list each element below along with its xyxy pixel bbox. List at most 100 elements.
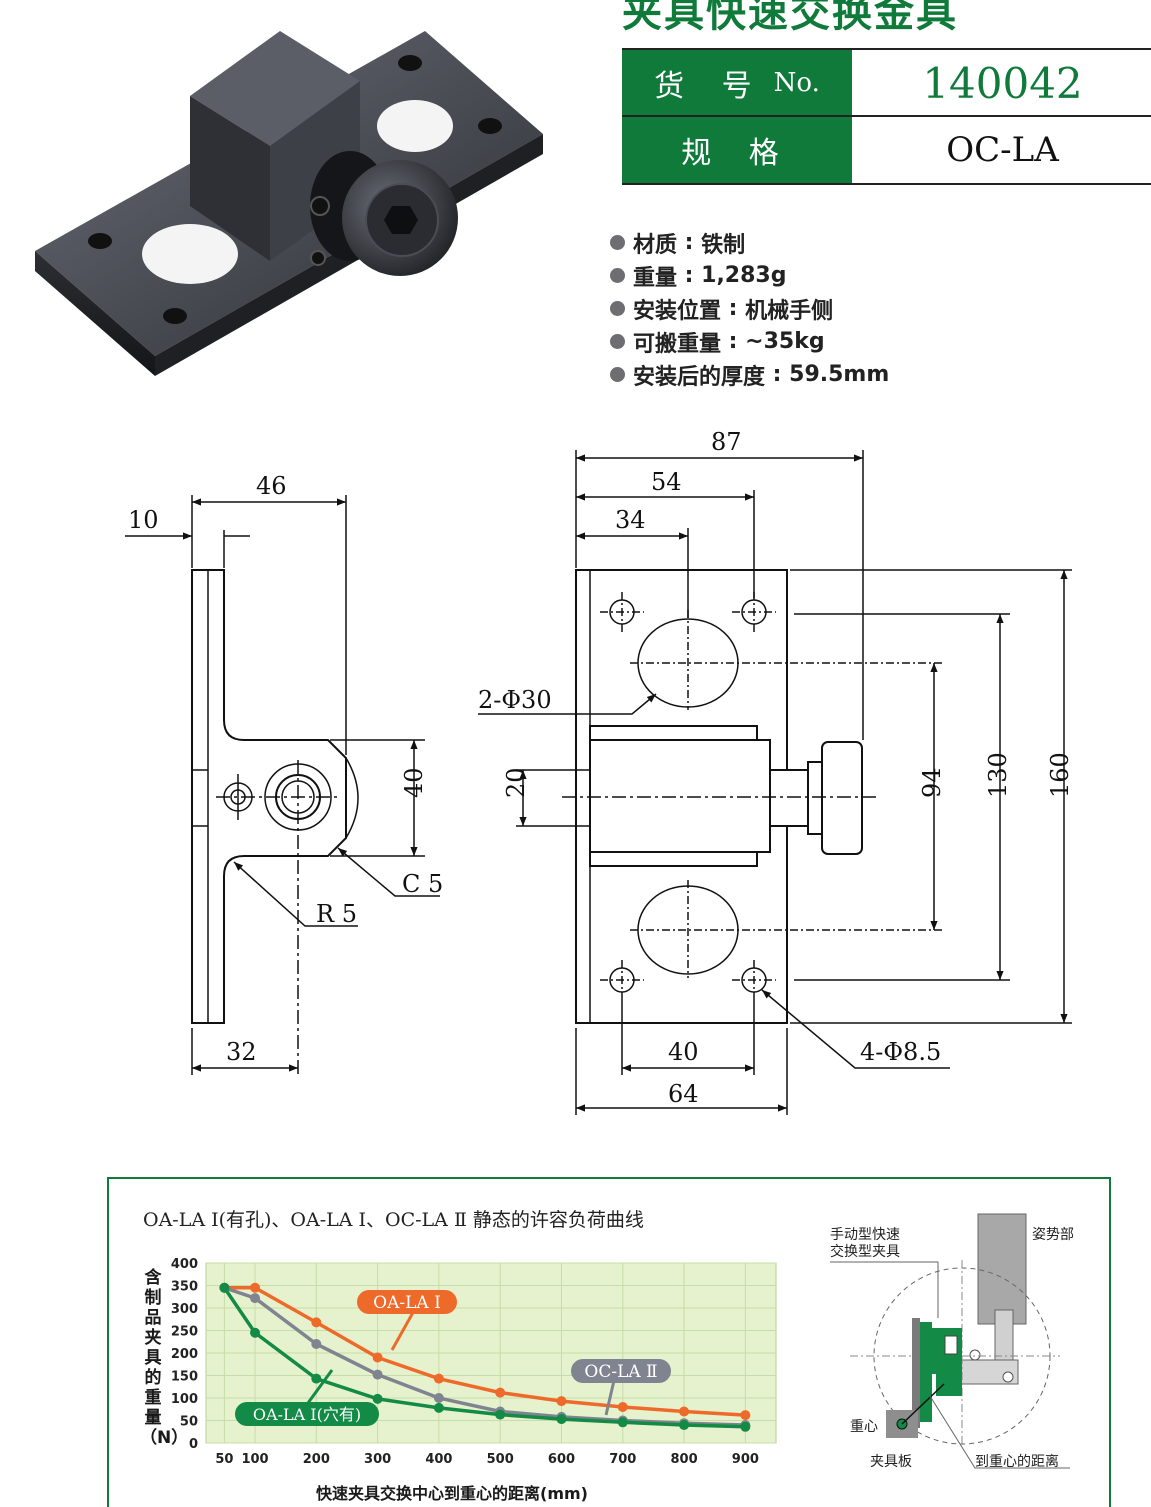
front-view <box>478 450 1072 1115</box>
series-point <box>311 1373 322 1384</box>
spec-row: 规 格 OC-LA <box>622 115 1151 185</box>
large-hole <box>142 224 238 284</box>
bullet-icon <box>610 301 625 316</box>
x-tick-label: 700 <box>609 1452 636 1467</box>
x-tick-label: 200 <box>303 1452 330 1467</box>
property-value: 铁制 <box>701 232 746 258</box>
manual-type-label-1: 手动型快速 <box>830 1227 900 1243</box>
x-tick-label: 600 <box>548 1452 575 1467</box>
item-no-suffix: No. <box>773 68 820 98</box>
property-value: ~35kg <box>745 329 825 354</box>
property-item: 安装位置 : 机械手侧 <box>610 292 1130 325</box>
legend-oa1h: OA-LA Ⅰ(穴有) <box>235 1369 379 1426</box>
bullet-icon <box>610 334 625 349</box>
series-point <box>311 1339 322 1349</box>
dim-87: 87 <box>711 428 742 456</box>
dim-hole-8-5: 4-Φ8.5 <box>860 1038 941 1066</box>
spec-label: 规 格 <box>622 117 852 183</box>
x-tick-label: 500 <box>487 1452 514 1467</box>
series-point <box>740 1421 751 1432</box>
property-label: 安装位置 <box>633 298 722 324</box>
y-tick-label: 350 <box>171 1280 198 1295</box>
x-tick-label: 900 <box>732 1452 759 1467</box>
page-title: 夹具快速交换金具 <box>622 0 958 36</box>
series-point <box>433 1373 444 1384</box>
posture-label: 姿势部 <box>1032 1227 1074 1243</box>
dim-54: 54 <box>651 468 682 496</box>
property-label: 可搬重量 <box>633 331 722 357</box>
dim-r5: R 5 <box>316 900 357 928</box>
series-point <box>433 1402 444 1413</box>
property-label: 安装后的厚度 <box>633 364 766 390</box>
series-line <box>223 1286 746 1427</box>
dim-40-front: 40 <box>668 1038 699 1066</box>
center-of-gravity-diagram: 手动型快速 交换型夹具 姿势部 重心 夹具板 到重心的距离 <box>830 1213 1074 1470</box>
x-tick-label: 800 <box>670 1452 697 1467</box>
bullet-icon <box>610 367 625 382</box>
center-of-gravity-label: 重心 <box>850 1419 878 1435</box>
dim-64: 64 <box>668 1080 699 1108</box>
property-label: 重量 <box>633 265 678 291</box>
series-point <box>372 1352 383 1363</box>
series-line <box>224 1286 746 1417</box>
series-point <box>679 1406 690 1417</box>
x-tick-label: 400 <box>425 1452 452 1467</box>
dim-160: 160 <box>1046 752 1074 798</box>
product-photo <box>35 31 543 376</box>
dim-c5: C 5 <box>402 870 443 898</box>
item-no-label: 货 号 <box>654 69 766 104</box>
dim-94: 94 <box>918 767 946 798</box>
side-view <box>125 495 440 1075</box>
dim-20: 20 <box>502 767 530 798</box>
dim-46: 46 <box>256 472 287 500</box>
series-line <box>222 1286 746 1429</box>
property-item: 材质 : 铁制 <box>610 226 1130 259</box>
load-curve-panel <box>107 1177 1111 1507</box>
series-point <box>311 1317 322 1328</box>
series-point <box>495 1387 506 1398</box>
series-point <box>250 1327 261 1338</box>
series-point <box>495 1409 506 1420</box>
x-tick-label: 100 <box>241 1452 268 1467</box>
dim-34: 34 <box>615 506 646 534</box>
chart-x-axis-label: 快速夹具交换中心到重心的距离(mm) <box>316 1484 588 1503</box>
property-label: 材质 <box>633 232 678 258</box>
spec-table: 货 号 No. 140042 规 格 OC-LA <box>622 48 1151 185</box>
dim-10: 10 <box>128 506 159 534</box>
legend-oa1h-label: OA-LA Ⅰ(穴有) <box>253 1405 361 1424</box>
bullet-icon <box>610 268 625 283</box>
y-tick-label: 150 <box>171 1370 198 1385</box>
item-no-label-cell: 货 号 No. <box>622 50 852 116</box>
property-value: 1,283g <box>701 263 787 288</box>
dim-32: 32 <box>226 1038 257 1066</box>
legend-oc2: OC-LA Ⅱ <box>571 1359 671 1416</box>
large-hole <box>377 100 453 152</box>
x-tick-label: 300 <box>364 1452 391 1467</box>
y-tick-label: 200 <box>171 1347 198 1362</box>
y-tick-label: 100 <box>171 1392 198 1407</box>
series-point <box>556 1396 567 1407</box>
series-point <box>219 1282 230 1293</box>
dim-130: 130 <box>984 752 1012 798</box>
clamp-block <box>190 31 360 146</box>
item-no-value: 140042 <box>922 58 1083 108</box>
distance-label: 到重心的距离 <box>975 1453 1059 1470</box>
series-point <box>372 1369 383 1380</box>
series-point <box>617 1417 628 1428</box>
series-point <box>250 1282 261 1293</box>
property-item: 可搬重量 : ~35kg <box>610 325 1130 358</box>
x-tick-label: 50 <box>215 1452 233 1467</box>
series-point <box>740 1410 751 1421</box>
y-tick-label: 300 <box>171 1302 198 1317</box>
series-point <box>556 1414 567 1425</box>
y-tick-label: 250 <box>171 1325 198 1340</box>
series-point <box>433 1393 444 1403</box>
series-point <box>617 1402 628 1412</box>
property-item: 安装后的厚度 : 59.5mm <box>610 358 1130 391</box>
property-value: 机械手侧 <box>745 298 834 324</box>
fixture-plate-label: 夹具板 <box>870 1454 912 1470</box>
series-point <box>679 1420 690 1430</box>
property-value: 59.5mm <box>789 362 890 387</box>
